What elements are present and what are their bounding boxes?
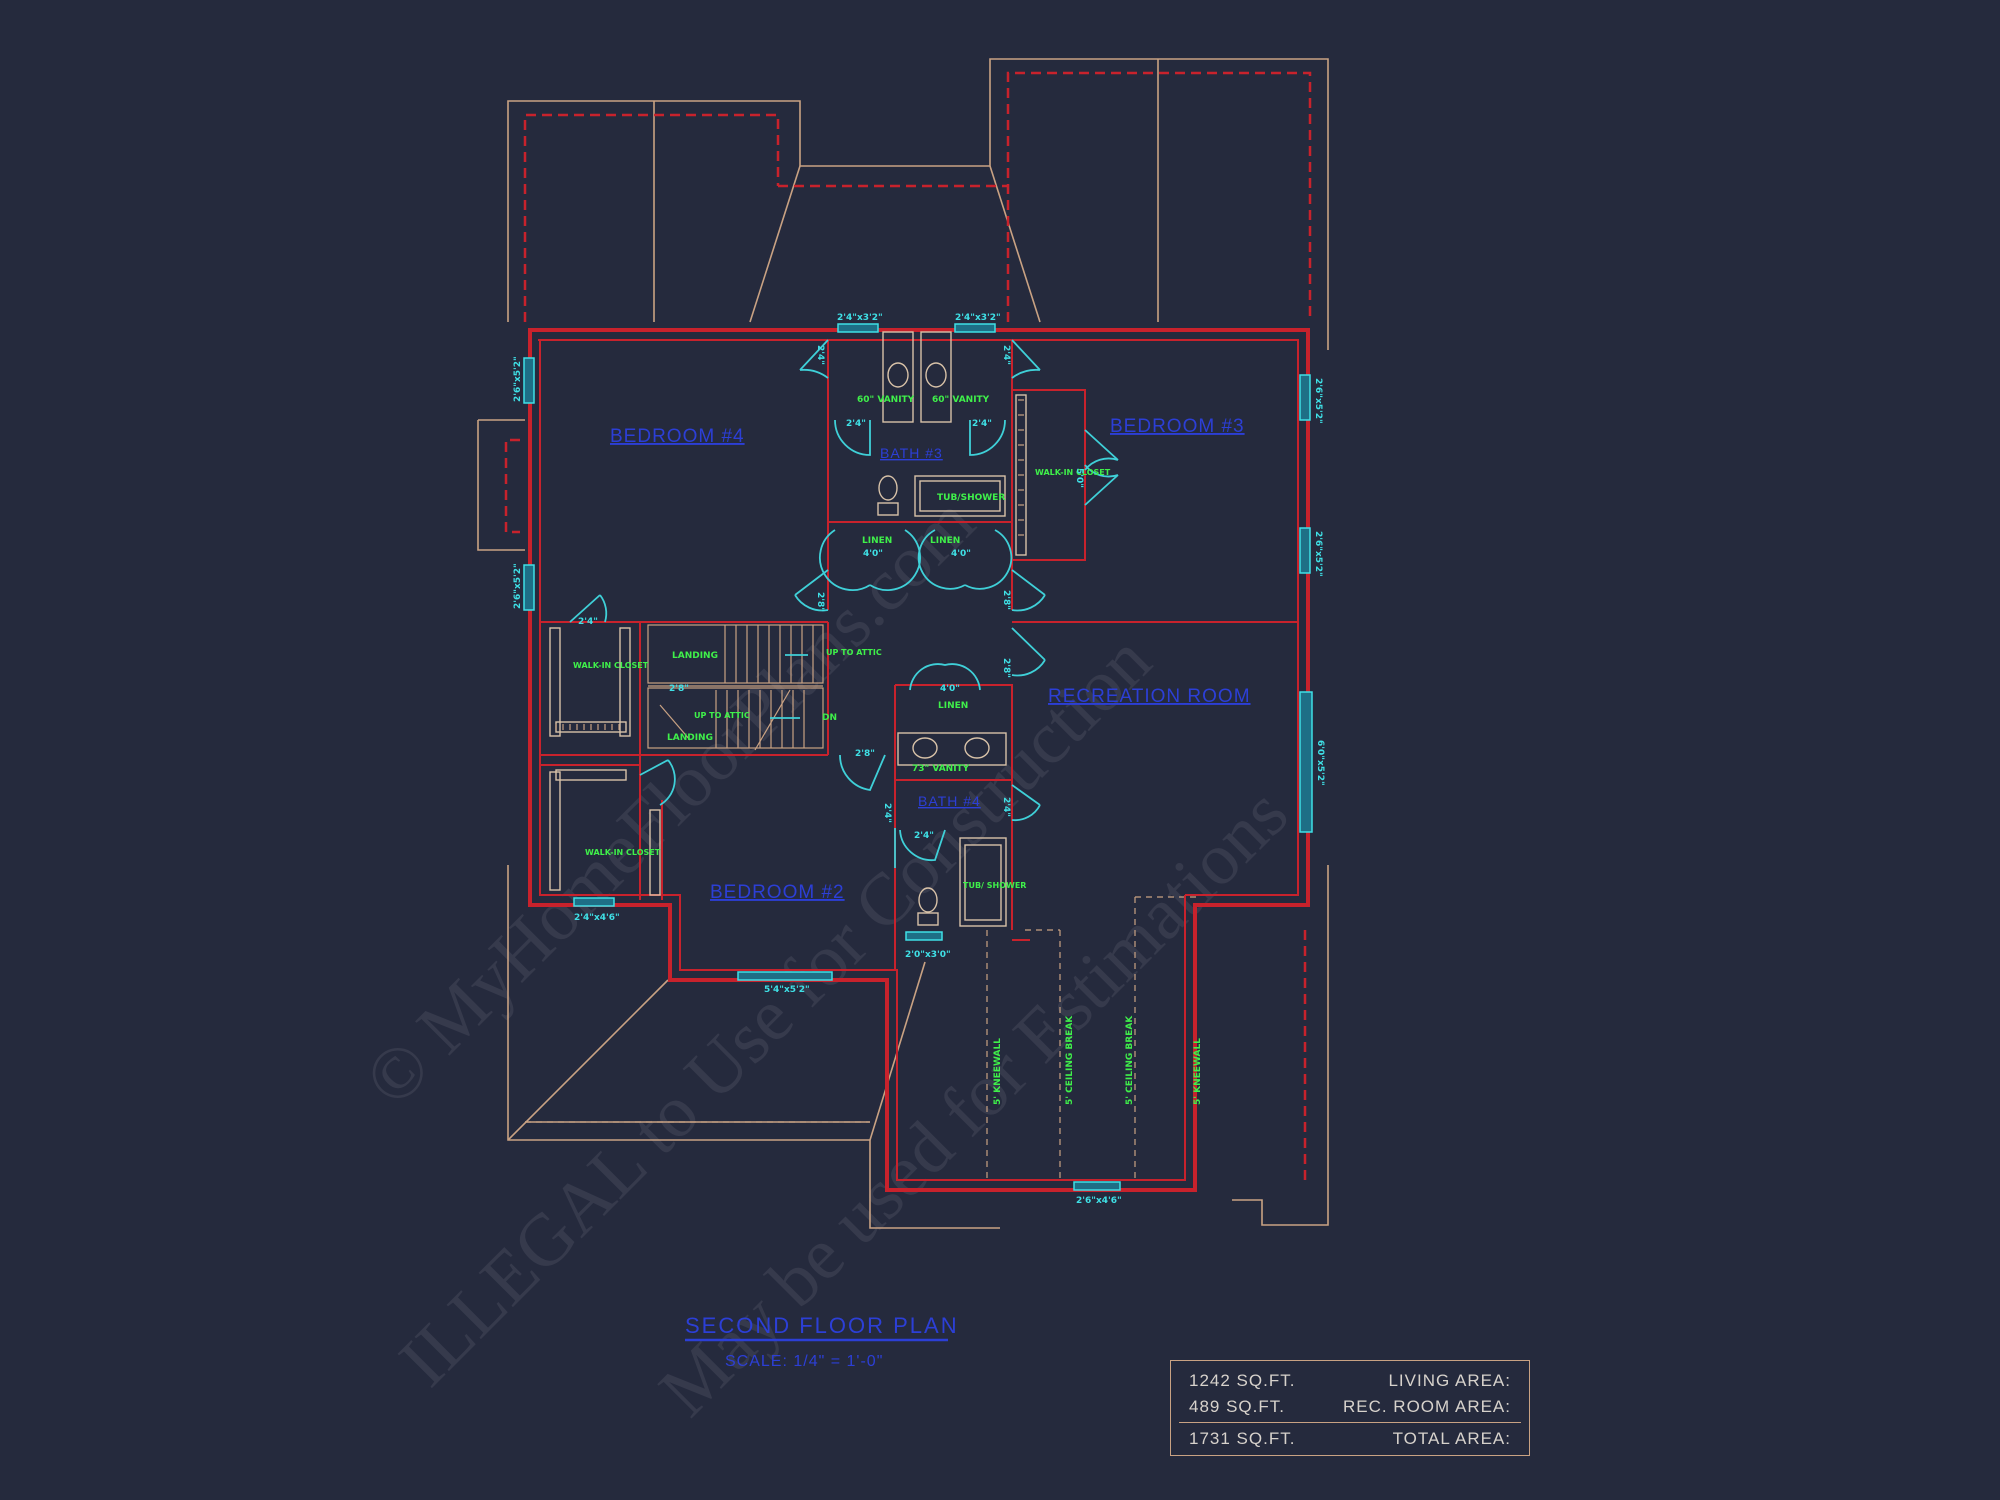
- window-bottom-4: [1073, 1181, 1121, 1191]
- fixtures: [877, 331, 1007, 927]
- label-linen-1: LINEN: [862, 536, 892, 546]
- dim-door-2: 2'4": [1001, 345, 1011, 365]
- label-dn: DN: [822, 713, 837, 723]
- dim-door-5: 4'0": [863, 549, 883, 559]
- dim-window-bottom-3: 2'0"x3'0": [905, 950, 951, 960]
- label-linen-3: LINEN: [938, 701, 968, 711]
- closet-shelving: [549, 394, 1027, 896]
- label-tub-shower-top: TUB/SHOWER: [937, 493, 1005, 503]
- label-ceiling-break-2: 5' CEILING BREAK: [1125, 1015, 1135, 1105]
- window-bottom-1: [573, 897, 615, 907]
- window-bottom-3: [905, 931, 943, 941]
- label-vanity-73: 73" VANITY: [912, 764, 970, 774]
- living-area-label: LIVING AREA:: [1388, 1371, 1511, 1390]
- dim-window-left-1: 2'6"x5'2": [513, 356, 523, 402]
- room-label-bedroom-3: BEDROOM #3: [1110, 416, 1245, 437]
- dim-door-6: 4'0": [951, 549, 971, 559]
- label-walkin-left-bottom: WALK-IN CLOSET: [585, 848, 661, 857]
- dim-window-top-1: 2'4"x3'2": [837, 313, 883, 323]
- dim-door-12: 4'0": [940, 684, 960, 694]
- closet-rod-marks: [555, 399, 1024, 730]
- rec-room-area-value: 489 SQ.FT.: [1189, 1397, 1285, 1416]
- dim-door-14: 2'4": [1001, 797, 1011, 817]
- total-area-label: TOTAL AREA:: [1392, 1429, 1511, 1448]
- window-right-3: [1299, 691, 1313, 833]
- rec-room-area-label: REC. ROOM AREA:: [1342, 1397, 1511, 1416]
- window-left-2: [523, 564, 535, 611]
- dim-door-8: 2'8": [1001, 590, 1011, 610]
- dim-window-right-1: 2'6"x5'2": [1313, 378, 1323, 424]
- label-kneewall-1: 5' KNEEWALL: [993, 1038, 1003, 1105]
- label-tub-shower-bottom: TUB/ SHOWER: [963, 881, 1026, 890]
- label-up-to-attic-2: UP TO ATTIC: [694, 711, 750, 720]
- dim-door-4: 2'4": [972, 419, 992, 429]
- window-bottom-2: [737, 971, 833, 981]
- living-area-value: 1242 SQ.FT.: [1189, 1371, 1296, 1390]
- area-table: 1242 SQ.FT. LIVING AREA: 489 SQ.FT. REC.…: [1170, 1360, 1530, 1456]
- plan-scale: SCALE: 1/4" = 1'-0": [725, 1353, 883, 1370]
- dim-window-bottom-1: 2'4"x4'6": [574, 913, 620, 923]
- windows: [523, 323, 1313, 1191]
- window-top-2: [954, 323, 996, 333]
- window-top-1: [837, 323, 879, 333]
- window-right-1: [1299, 374, 1311, 421]
- total-area-value: 1731 SQ.FT.: [1189, 1429, 1296, 1448]
- dim-window-top-2: 2'4"x3'2": [955, 313, 1001, 323]
- room-label-bath-4: BATH #4: [918, 793, 981, 809]
- dim-door-17: 5'0": [1074, 468, 1084, 488]
- plan-title-block: SECOND FLOOR PLAN SCALE: 1/4" = 1'-0": [685, 1313, 959, 1370]
- doors: [569, 339, 1119, 868]
- label-landing-2: LANDING: [667, 733, 713, 743]
- label-up-to-attic-1: UP TO ATTIC: [826, 648, 882, 657]
- interior-walls: [540, 340, 1298, 970]
- room-label-recreation: RECREATION ROOM: [1048, 686, 1251, 707]
- dim-door-9: 2'4": [578, 617, 598, 627]
- area-row-rec-room: 489 SQ.FT. REC. ROOM AREA:: [1189, 1397, 1511, 1419]
- fixture-labels: 60" VANITY 60" VANITY TUB/SHOWER WALK-IN…: [573, 395, 1203, 1105]
- label-vanity-right: 60" VANITY: [932, 395, 990, 405]
- dimension-labels: 2'4"x3'2" 2'4"x3'2" 2'6"x5'2" 2'6"x5'2" …: [513, 313, 1325, 1206]
- label-linen-2: LINEN: [930, 536, 960, 546]
- dim-window-bottom-4: 2'6"x4'6": [1076, 1196, 1122, 1206]
- dim-window-left-2: 2'6"x5'2": [513, 563, 523, 609]
- dim-window-bottom-2: 5'4"x5'2": [764, 985, 810, 995]
- label-landing-1: LANDING: [672, 651, 718, 661]
- area-table-divider: [1179, 1422, 1521, 1423]
- dim-window-right-3: 6'0"x5'2": [1315, 740, 1325, 786]
- roof-outline: [477, 58, 1329, 1229]
- room-label-bath-3: BATH #3: [880, 445, 943, 461]
- label-walkin-right: WALK-IN CLOSET: [1035, 468, 1111, 477]
- area-row-total: 1731 SQ.FT. TOTAL AREA:: [1189, 1429, 1511, 1451]
- dim-door-15: 2'4": [882, 803, 892, 823]
- room-label-bedroom-2: BEDROOM #2: [710, 882, 845, 903]
- room-labels: BEDROOM #4 BEDROOM #3 BATH #3 BATH #4 BE…: [610, 416, 1251, 903]
- dim-door-1: 2'4": [815, 345, 825, 365]
- dim-door-16: 2'4": [914, 831, 934, 841]
- watermark: © MyHomeFloorPlans.com ILLEGAL to Use fo…: [349, 481, 1304, 1432]
- label-kneewall-2: 5' KNEEWALL: [1193, 1038, 1203, 1105]
- label-vanity-left: 60" VANITY: [857, 395, 915, 405]
- room-label-bedroom-4: BEDROOM #4: [610, 426, 745, 447]
- label-walkin-left-top: WALK-IN CLOSET: [573, 661, 649, 670]
- roof-dash-lines: [504, 71, 1312, 1182]
- stair-treads-lower: [715, 690, 805, 748]
- dim-door-3: 2'4": [846, 419, 866, 429]
- window-right-2: [1299, 527, 1311, 574]
- dim-door-7: 2'8": [815, 592, 825, 612]
- label-ceiling-break-1: 5' CEILING BREAK: [1065, 1015, 1075, 1105]
- dim-door-13: 2'8": [855, 749, 875, 759]
- window-left-1: [523, 357, 535, 404]
- stair-treads-upper: [724, 625, 814, 683]
- dim-door-11: 2'8": [669, 684, 689, 694]
- plan-title: SECOND FLOOR PLAN: [685, 1313, 959, 1338]
- area-row-living: 1242 SQ.FT. LIVING AREA:: [1189, 1371, 1511, 1393]
- dim-window-right-2: 2'6"x5'2": [1313, 531, 1323, 577]
- staircase: [647, 624, 824, 751]
- dim-door-10: 2'8": [1001, 658, 1011, 678]
